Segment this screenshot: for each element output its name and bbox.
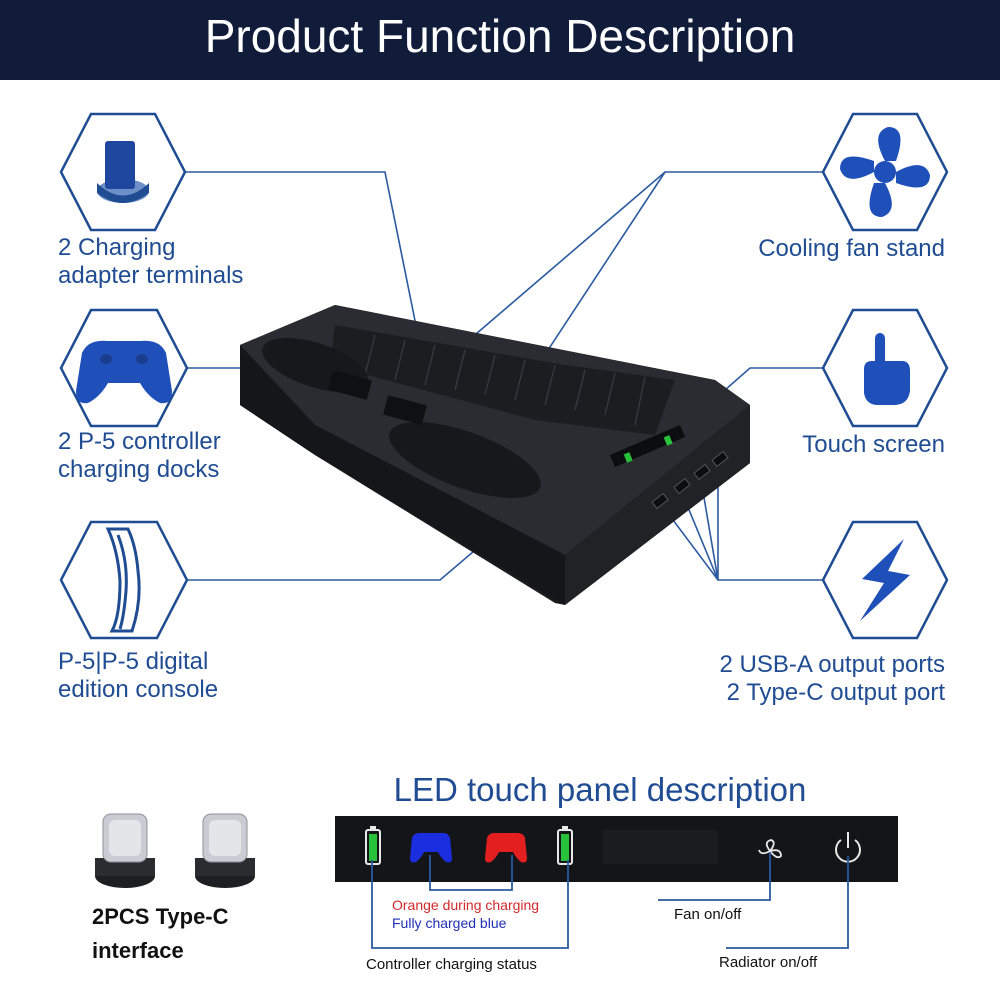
feature-controller-line2: charging docks [58,456,220,483]
typec-label: 2PCS Type-C interface [92,900,229,968]
feature-console-line1: P-5|P-5 digital [58,648,209,675]
touch-hand-icon [864,333,910,405]
feature-controller-line1: 2 P-5 controller [58,428,221,455]
hexagon-console [59,520,189,640]
feature-console-line2: edition console [58,676,219,703]
header-bar [0,0,1000,80]
typec-connector-2 [195,813,255,888]
charging-station-device [240,305,750,605]
hexagon-fan [821,112,949,232]
hexagon-controller [59,308,189,428]
typec-connector-1 [95,813,155,888]
lightning-icon [860,539,910,621]
feature-fan: Cooling fan stand [758,235,945,262]
controller-red-icon [485,832,527,863]
charging-adapter-icon [97,141,149,203]
controller-blue-icon [410,832,452,863]
feature-charging-adapter-line2: adapter terminals [58,262,244,289]
hexagon-lightning [821,520,949,640]
fan-button-icon [758,839,782,859]
typec-connectors-image [95,813,255,888]
fan-icon [840,127,930,217]
blue-charged-text: Fully charged blue [392,915,507,931]
fan-onoff-label: Fan on/off [674,906,742,923]
battery-icon-left [365,826,381,865]
page-title: Product Function Description [204,10,796,62]
orange-charging-text: Orange during charging [392,897,540,913]
led-panel-icons [365,826,861,865]
controller-icon [76,340,172,404]
feature-charging-adapter-line1: 2 Charging [58,234,176,261]
controller-status-label: Controller charging status [366,956,537,973]
led-panel-title: LED touch panel description [393,771,807,808]
feature-ports-line1: 2 USB-A output ports [719,651,945,678]
radiator-onoff-label: Radiator on/off [719,954,818,971]
hexagon-charging-adapter [59,112,187,232]
panel-display [603,830,718,864]
feature-touch: Touch screen [802,431,945,458]
feature-ports-line2: 2 Type-C output port [726,679,945,706]
typec-label-line2: interface [92,938,184,963]
typec-label-line1: 2PCS Type-C [92,904,229,929]
battery-icon-right [557,826,573,865]
hexagon-touch [821,308,949,428]
console-icon [105,527,141,633]
